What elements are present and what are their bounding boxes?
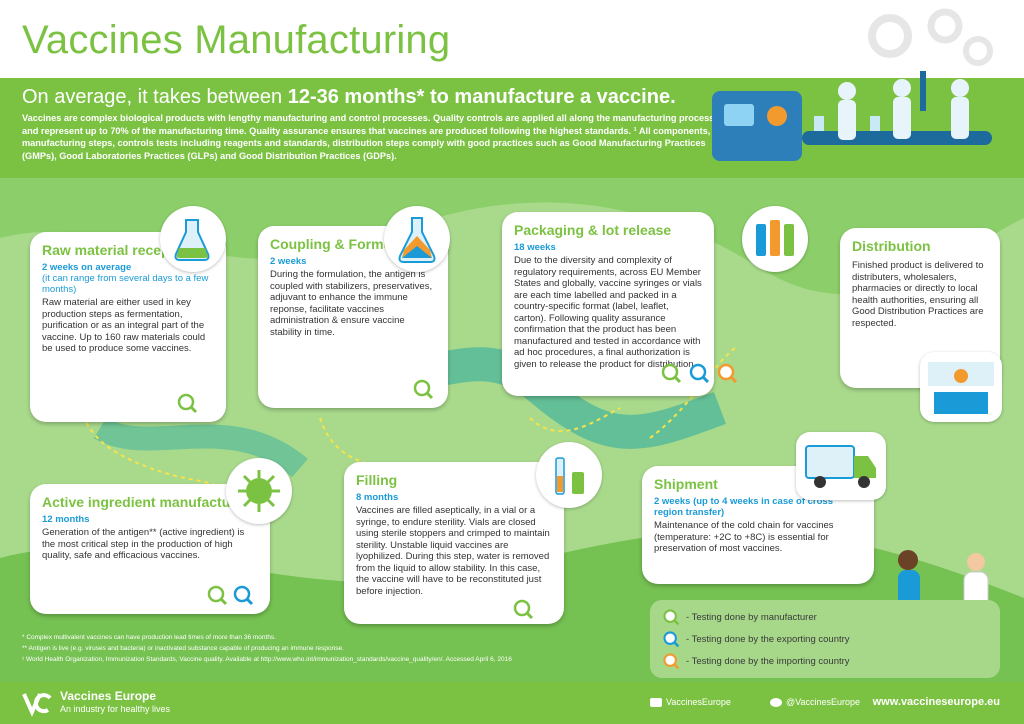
step-text: Vaccines are filled aseptically, in a vi… xyxy=(356,505,550,597)
youtube-icon xyxy=(650,697,662,707)
step-duration-note: (it can range from several days to a few… xyxy=(42,273,209,295)
virus-icon xyxy=(226,458,292,524)
step-duration: 2 weeks (up to 4 weeks in case of cross … xyxy=(654,496,833,518)
legend-row-importing: - Testing done by the importing country xyxy=(662,652,850,670)
step-text: Maintenance of the cold chain for vaccin… xyxy=(654,520,834,554)
step-title: Distribution xyxy=(852,238,931,254)
legend-row-exporting: - Testing done by the exporting country xyxy=(662,630,850,648)
website-link[interactable]: www.vaccineseurope.eu xyxy=(872,696,1000,708)
brand-tagline: An industry for healthy lives xyxy=(60,704,171,714)
pharmacy-icon xyxy=(920,352,1002,422)
step-title: Raw material reception xyxy=(42,242,196,258)
vaccines-europe-logo xyxy=(22,693,52,717)
magnifier-icon xyxy=(233,585,254,606)
footer: Vaccines Europe An industry for healthy … xyxy=(0,682,1024,724)
syringe-icon xyxy=(536,442,602,508)
footnote: ** Antigen is live (e.g. viruses and bac… xyxy=(22,645,344,652)
legend-label: - Testing done by manufacturer xyxy=(686,611,817,623)
magnifier-icon xyxy=(689,363,710,384)
step-duration: 2 weeks xyxy=(270,256,307,267)
magnifier-icon xyxy=(663,631,680,648)
step-text: Raw material are either used in key prod… xyxy=(42,297,206,354)
magnifier-icon xyxy=(413,379,434,400)
footnote: ¹ World Health Organization, Immunizatio… xyxy=(22,656,512,663)
truck-icon xyxy=(796,432,886,500)
magnifier-icon xyxy=(207,585,228,606)
step-title: Active ingredient manufacturing xyxy=(42,494,257,510)
gear-icon xyxy=(868,8,993,66)
formulation-flask-icon xyxy=(384,206,450,272)
step-title: Shipment xyxy=(654,476,718,492)
step-text: During the formulation, the antigen is c… xyxy=(270,269,433,338)
page-title: Vaccines Manufacturing xyxy=(22,18,451,62)
step-duration: 8 months xyxy=(356,492,399,503)
magnifier-icon xyxy=(177,393,198,414)
flask-icon xyxy=(160,206,226,272)
legend-label: - Testing done by the importing country xyxy=(686,655,850,667)
twitter-link[interactable]: @VaccinesEurope xyxy=(770,697,860,707)
intro-text: Vaccines are complex biological products… xyxy=(22,113,715,161)
twitter-icon xyxy=(770,697,782,707)
step-text: Due to the diversity and complexity of r… xyxy=(514,255,702,370)
step-title: Packaging & lot release xyxy=(514,222,672,238)
magnifier-icon xyxy=(661,363,682,384)
step-text: Finished product is delivered to distrib… xyxy=(852,260,984,329)
factory-illustration xyxy=(712,71,992,161)
vials-icon xyxy=(742,206,808,272)
step-duration: 12 months xyxy=(42,514,90,525)
footnotes: * Complex multivalent vaccines can have … xyxy=(22,632,622,665)
testing-legend: - Testing done by manufacturer - Testing… xyxy=(650,600,1000,678)
step-text: Generation of the antigen** (active ingr… xyxy=(42,527,245,561)
headline: On average, it takes between 12-36 month… xyxy=(22,86,676,108)
intro-banner: On average, it takes between 12-36 month… xyxy=(0,71,1024,178)
magnifier-icon xyxy=(663,653,680,670)
footnote: * Complex multivalent vaccines can have … xyxy=(22,634,276,641)
magnifier-icon xyxy=(513,599,534,620)
magnifier-icon xyxy=(717,363,738,384)
youtube-link[interactable]: VaccinesEurope xyxy=(650,697,731,707)
brand-name: Vaccines Europe xyxy=(60,689,157,703)
step-title: Filling xyxy=(356,472,398,488)
step-duration: 2 weeks on average xyxy=(42,262,132,273)
step-filling: Filling 8 months Vaccines are filled ase… xyxy=(344,462,564,624)
step-packaging: Packaging & lot release 18 weeks Due to … xyxy=(502,212,714,396)
step-raw-material: Raw material reception 2 weeks on averag… xyxy=(30,232,226,422)
legend-row-manufacturer: - Testing done by manufacturer xyxy=(662,608,817,626)
step-duration: 18 weeks xyxy=(514,242,556,253)
legend-label: - Testing done by the exporting country xyxy=(686,633,850,645)
magnifier-icon xyxy=(663,609,680,626)
